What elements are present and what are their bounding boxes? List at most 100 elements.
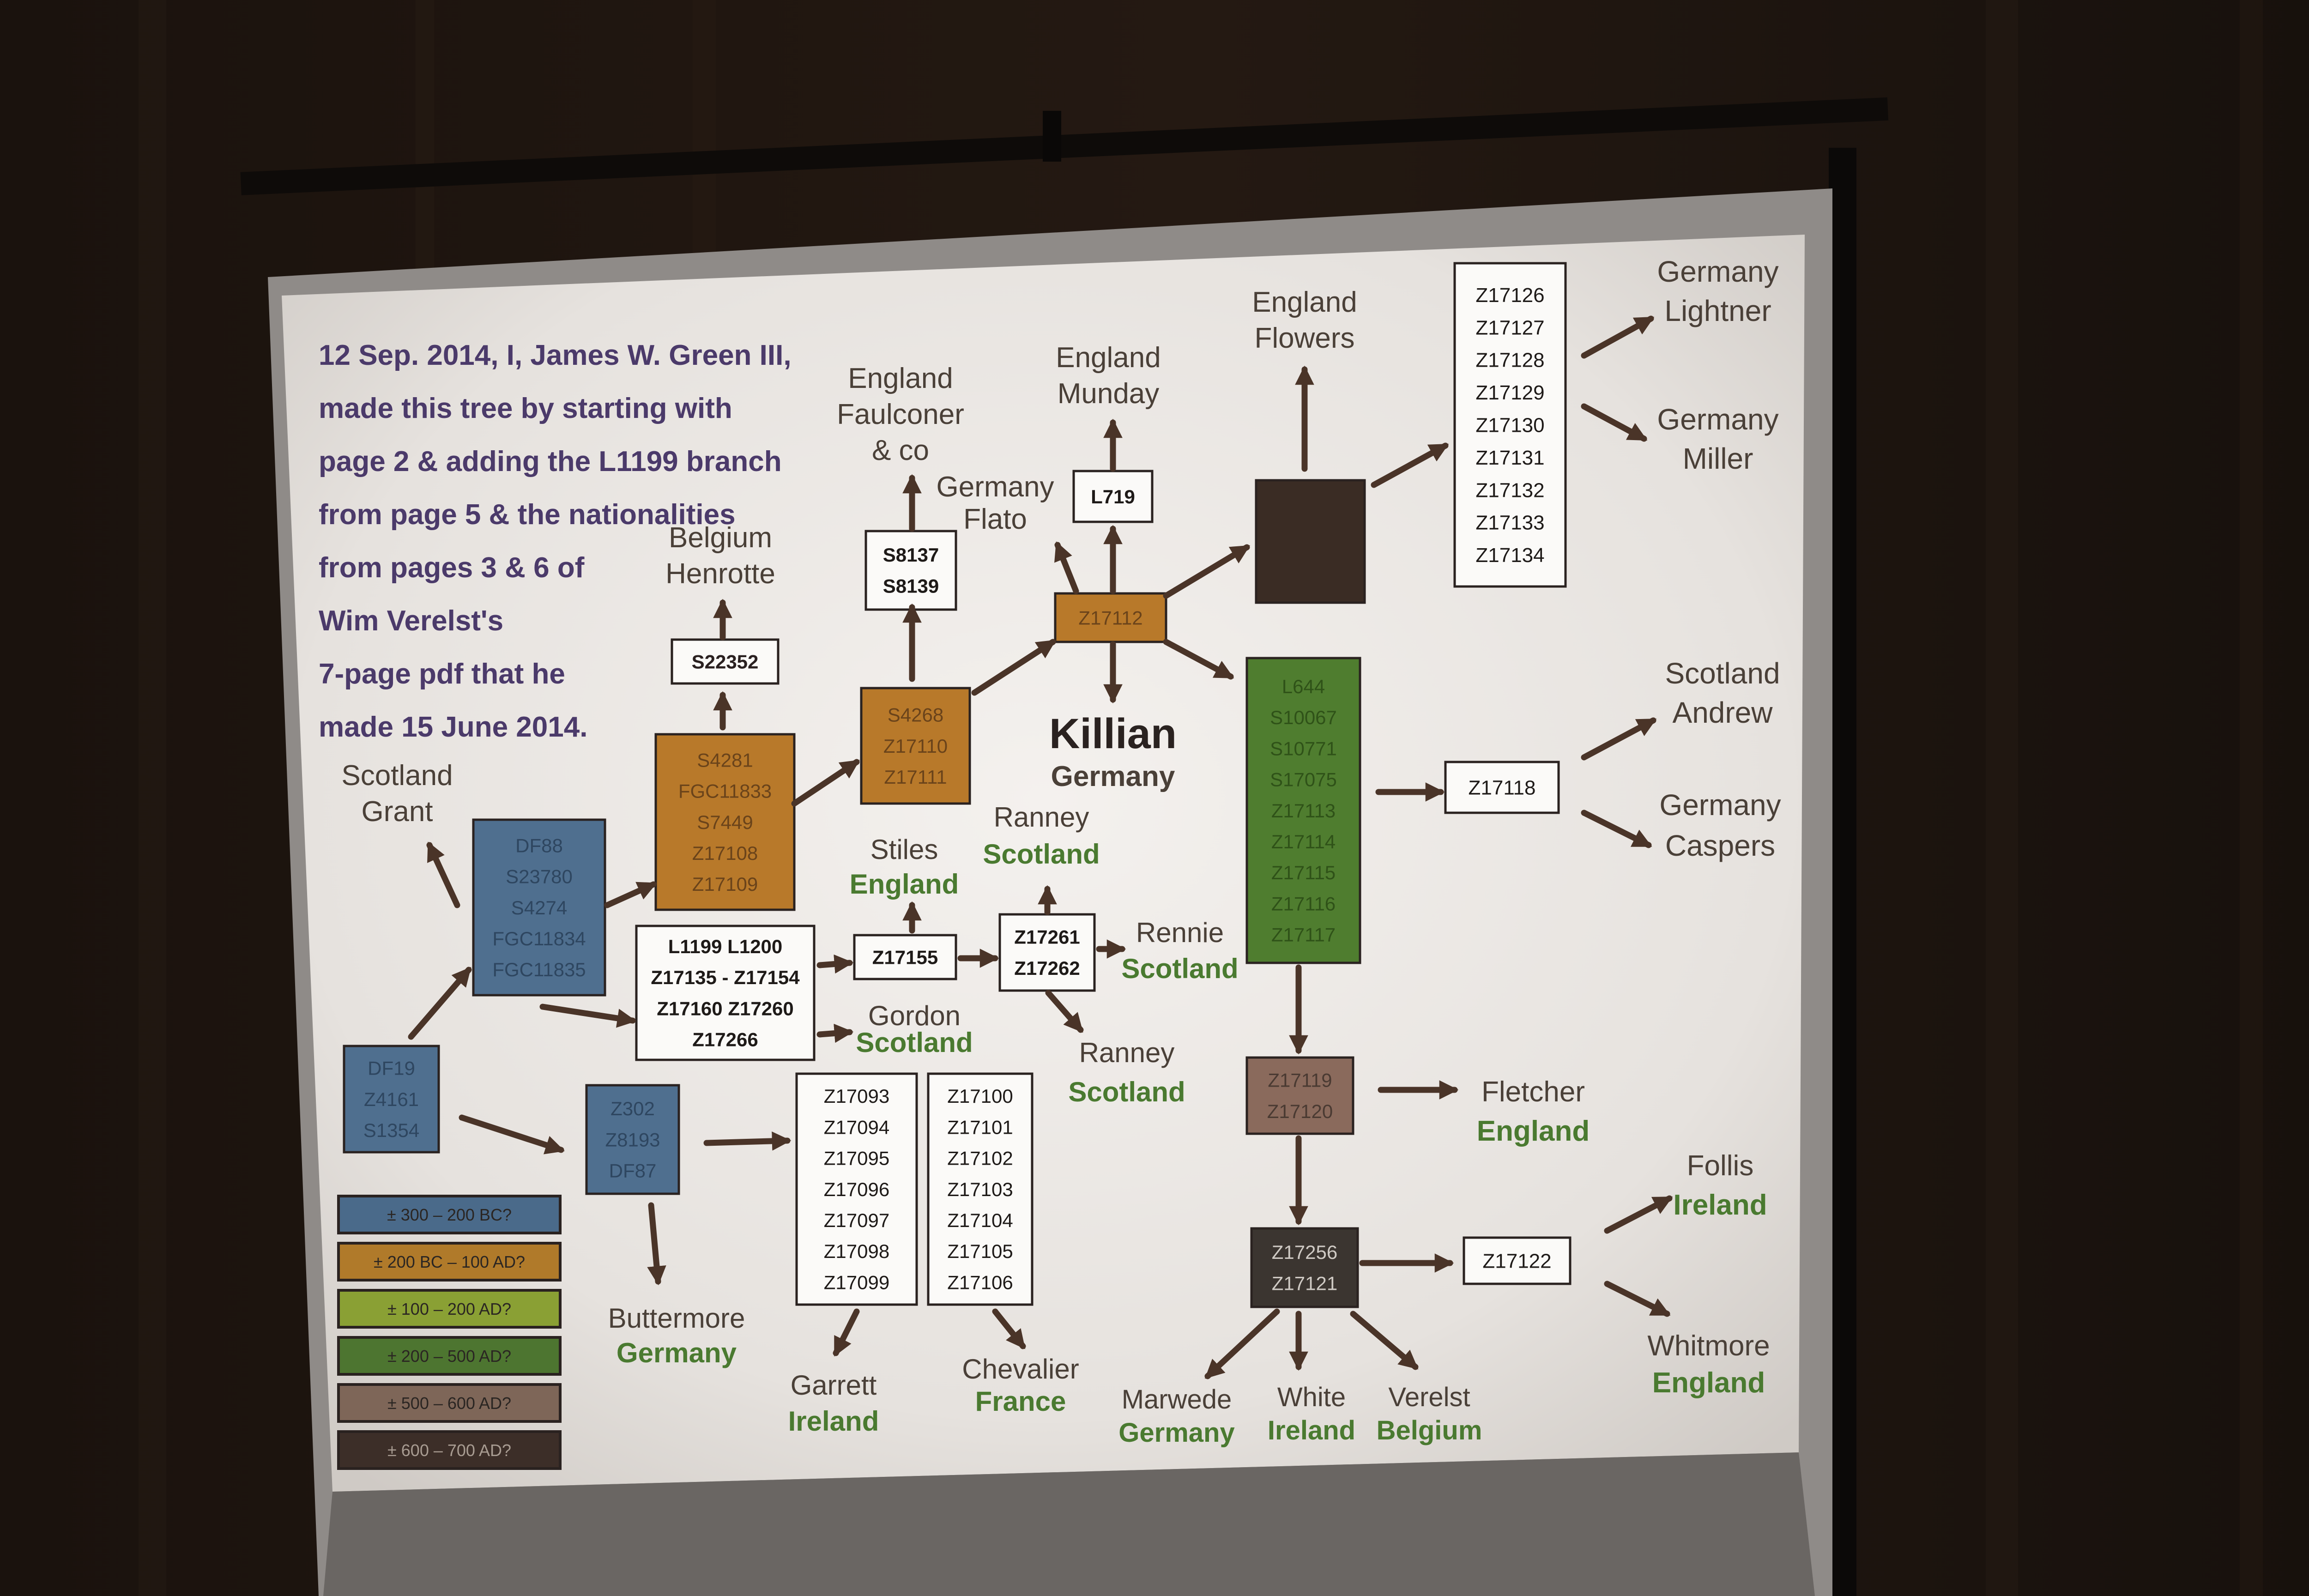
box-z17100-marker: Z17104 bbox=[947, 1209, 1013, 1231]
box-z17100-frame bbox=[927, 1072, 1034, 1306]
intro-line: from pages 3 & 6 of bbox=[319, 552, 585, 584]
tree-arrow bbox=[459, 1114, 565, 1155]
place-line: Follis bbox=[1687, 1150, 1754, 1182]
box-z17119-frame bbox=[1245, 1056, 1354, 1135]
place-line: Ranney bbox=[1079, 1037, 1175, 1068]
tree-arrow bbox=[1581, 810, 1652, 848]
box-z17155: Z17155 bbox=[853, 934, 957, 980]
box-z17256-frame bbox=[1250, 1227, 1359, 1308]
tree-arrow bbox=[647, 1202, 666, 1286]
place-line: England bbox=[1252, 286, 1357, 318]
box-l1199-marker: Z17160 Z17260 bbox=[657, 998, 794, 1019]
intro-line: 12 Sep. 2014, I, James W. Green III, bbox=[319, 339, 792, 371]
tree-arrow bbox=[1581, 717, 1657, 761]
tree-arrow bbox=[1581, 403, 1648, 442]
tree-arrow bbox=[1045, 990, 1084, 1033]
place-line: Germany bbox=[1051, 761, 1175, 792]
box-z17093-marker: Z17097 bbox=[824, 1209, 889, 1231]
box-l719-marker: L719 bbox=[1091, 486, 1135, 508]
tree-arrow bbox=[992, 1308, 1026, 1349]
box-s22352: S22352 bbox=[671, 638, 780, 685]
tree-arrow bbox=[833, 1308, 860, 1357]
box-z17126-marker: Z17131 bbox=[1475, 447, 1544, 469]
box-l644-marker: Z17115 bbox=[1271, 862, 1336, 883]
box-df88-marker: S23780 bbox=[506, 866, 573, 888]
box-z17118: Z17118 bbox=[1444, 761, 1560, 814]
box-df88-marker: DF88 bbox=[515, 834, 563, 856]
box-z302-frame bbox=[585, 1084, 680, 1195]
place-line: Rennie bbox=[1136, 917, 1224, 948]
place-line: Caspers bbox=[1665, 829, 1775, 862]
place-line: Buttermore bbox=[608, 1303, 745, 1334]
tree-arrow bbox=[1163, 639, 1234, 680]
tree-arrow bbox=[816, 954, 854, 974]
box-z302-marker: Z302 bbox=[610, 1098, 655, 1119]
legend-label: ± 200 – 500 AD? bbox=[387, 1347, 511, 1366]
place-line: Ireland bbox=[1268, 1415, 1355, 1445]
tree-arrow bbox=[971, 639, 1056, 696]
box-l1199-marker: L1199 L1200 bbox=[668, 936, 783, 957]
box-df88-marker: S4274 bbox=[511, 897, 567, 919]
box-l1199-marker: Z17135 - Z17154 bbox=[651, 967, 800, 988]
place-line: Flato bbox=[963, 503, 1027, 535]
screen-right-frame bbox=[1829, 148, 1856, 1596]
box-z17126-marker: Z17132 bbox=[1475, 479, 1544, 502]
tree-arrow bbox=[816, 1023, 854, 1043]
box-s4281-marker: S7449 bbox=[697, 811, 753, 833]
box-z17093: Z17093Z17094Z17095Z17096Z17097Z17098Z170… bbox=[795, 1072, 918, 1306]
box-z17155-marker: Z17155 bbox=[872, 946, 938, 968]
place-line: England bbox=[850, 869, 959, 900]
tree-arrow bbox=[408, 967, 472, 1040]
place-line: Whitmore bbox=[1647, 1330, 1770, 1362]
intro-line: made 15 June 2014. bbox=[319, 711, 587, 743]
box-z17112-marker: Z17112 bbox=[1078, 607, 1142, 629]
legend-label: ± 200 BC – 100 AD? bbox=[374, 1252, 525, 1271]
intro-line: made this tree by starting with bbox=[319, 393, 732, 424]
box-df19-frame bbox=[343, 1045, 440, 1154]
box-s8137-marker: S8139 bbox=[883, 575, 939, 597]
tree-arrow bbox=[539, 1004, 637, 1028]
box-z17100-marker: Z17105 bbox=[947, 1240, 1013, 1262]
box-l644-marker: Z17113 bbox=[1271, 800, 1336, 822]
box-z17155-frame bbox=[853, 934, 957, 980]
tree-arrow bbox=[1604, 1195, 1673, 1234]
box-z17126-frame bbox=[1453, 262, 1567, 588]
box-z17126-marker: Z17133 bbox=[1475, 512, 1544, 534]
place-line: Henrotte bbox=[665, 558, 775, 590]
box-z17118-marker: Z17118 bbox=[1469, 776, 1536, 799]
box-z17100-marker: Z17102 bbox=[947, 1148, 1013, 1169]
box-z17119-marker: Z17120 bbox=[1267, 1100, 1333, 1122]
box-s4281-marker: S4281 bbox=[697, 749, 753, 771]
genealogy-tree-diagram: 12 Sep. 2014, I, James W. Green III, made… bbox=[319, 255, 1781, 1470]
tree-arrow bbox=[1371, 442, 1449, 488]
screen-lower-shadow bbox=[323, 1452, 1815, 1596]
box-l719-frame bbox=[1072, 470, 1154, 523]
legend-item: ± 600 – 700 AD? bbox=[337, 1430, 562, 1470]
box-df88-marker: FGC11835 bbox=[492, 959, 586, 980]
box-z17126-marker: Z17128 bbox=[1475, 349, 1544, 372]
box-df88-frame bbox=[472, 818, 606, 997]
legend-item: ± 500 – 600 AD? bbox=[337, 1383, 562, 1423]
tree-arrow bbox=[1350, 1311, 1419, 1370]
box-z17122: Z17122 bbox=[1463, 1236, 1572, 1285]
place-line: England bbox=[848, 363, 953, 394]
box-z17093-marker: Z17093 bbox=[824, 1085, 889, 1107]
box-z17126-marker: Z17134 bbox=[1475, 544, 1544, 567]
box-s22352-frame bbox=[671, 638, 780, 685]
box-z17126-marker: Z17129 bbox=[1475, 381, 1544, 404]
box-z17093-marker: Z17094 bbox=[824, 1116, 889, 1138]
